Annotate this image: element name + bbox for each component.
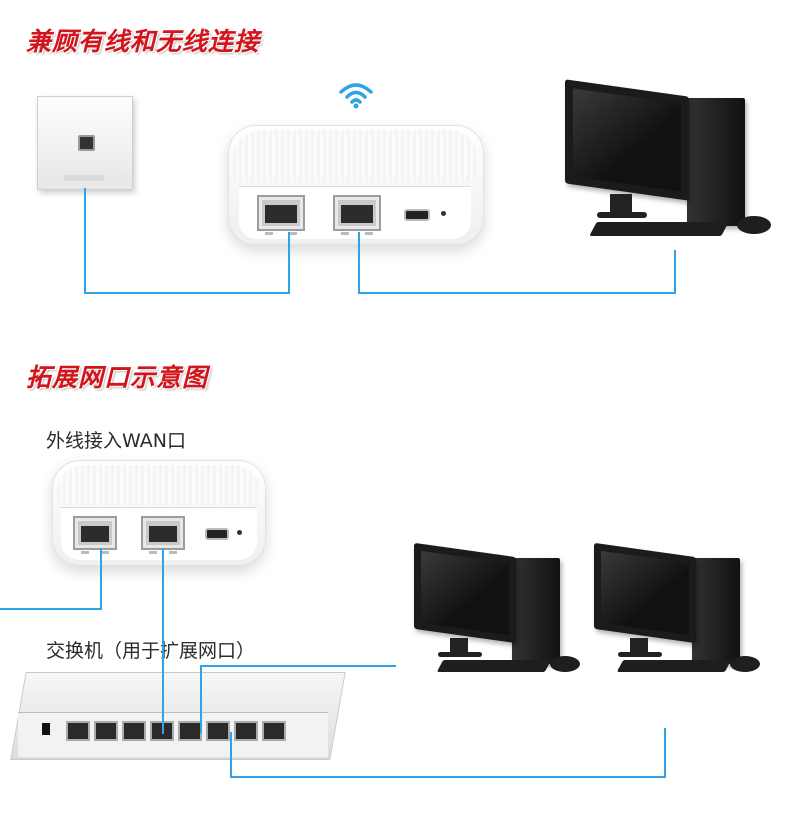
reset-hole (237, 530, 242, 535)
section-title-connection: 兼顾有线和无线连接 (26, 22, 260, 58)
switch-port-panel (18, 712, 328, 757)
switch-port (94, 721, 118, 741)
usb-power-port (205, 528, 229, 540)
pc-mouse (730, 656, 760, 672)
computer-icon (412, 548, 588, 682)
router-top (57, 465, 261, 505)
wifi-icon (338, 80, 374, 110)
switch-port (122, 721, 146, 741)
wan-port (257, 195, 305, 231)
wall-jack (78, 135, 95, 151)
router-port-panel (239, 186, 471, 239)
pc-mouse (550, 656, 580, 672)
pc-monitor (565, 79, 689, 200)
switch-caption: 交换机（用于扩展网口） (46, 636, 255, 663)
pc-mouse (737, 216, 771, 234)
usb-power-port (404, 209, 430, 221)
pc-monitor (414, 543, 516, 643)
router-top (233, 130, 477, 182)
computer-icon (565, 86, 775, 246)
switch-port (234, 721, 258, 741)
pc-tower (687, 98, 745, 226)
switch-port (206, 721, 230, 741)
switch-port (178, 721, 202, 741)
reset-hole (441, 211, 446, 216)
section-title-diagram: 拓展网口示意图 (26, 358, 208, 394)
switch-port (262, 721, 286, 741)
lan-port (333, 195, 381, 231)
pc-keyboard (589, 222, 728, 236)
pc-tower (692, 558, 740, 664)
wall-plate-brand (64, 175, 104, 181)
pc-tower (512, 558, 560, 664)
router-icon (52, 460, 266, 566)
lan-port (141, 516, 185, 550)
wall-socket-icon (37, 96, 133, 190)
router-icon (228, 125, 484, 245)
computer-icon (592, 548, 768, 682)
pc-keyboard (617, 660, 731, 672)
wan-caption: 外线接入WAN口 (46, 426, 186, 453)
switch-port (66, 721, 90, 741)
wan-port (73, 516, 117, 550)
switch-power-port (42, 723, 50, 735)
router-port-panel (61, 507, 257, 560)
pc-monitor (594, 543, 696, 643)
pc-keyboard (437, 660, 551, 672)
